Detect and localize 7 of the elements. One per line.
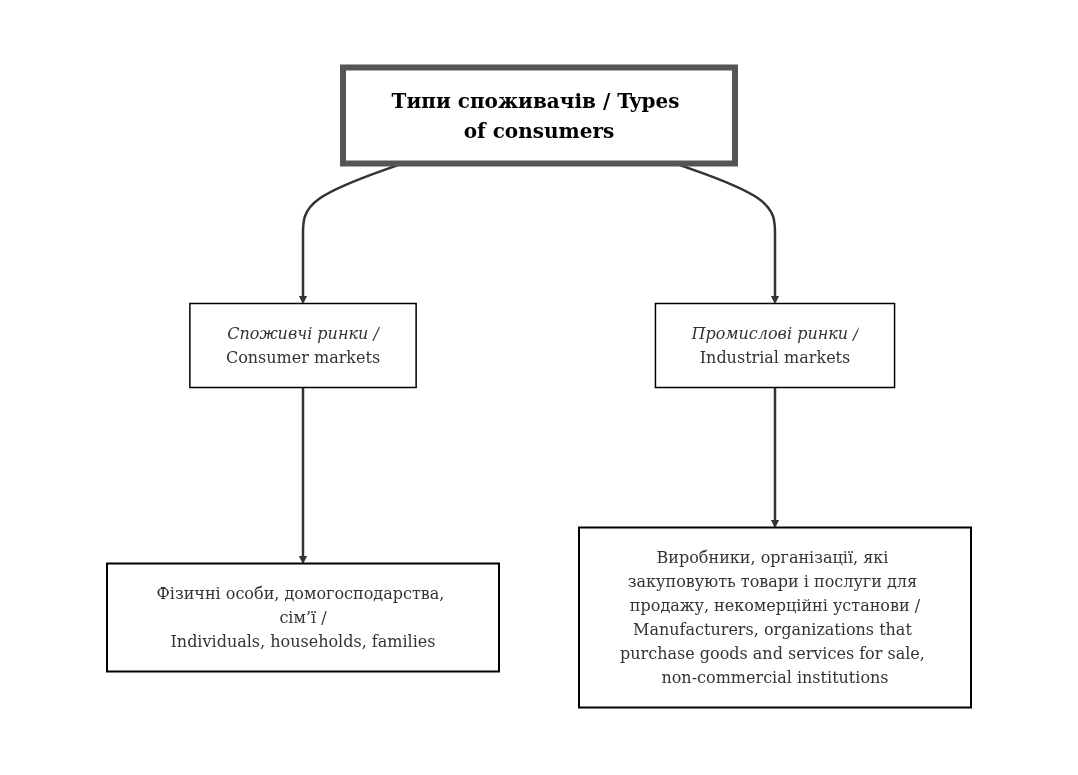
arrow (298, 387, 308, 564)
arrow (770, 387, 780, 528)
node-box (106, 562, 500, 673)
node-box (654, 302, 896, 389)
node-box (578, 526, 972, 709)
node-box (340, 64, 738, 167)
node-box (189, 302, 417, 389)
